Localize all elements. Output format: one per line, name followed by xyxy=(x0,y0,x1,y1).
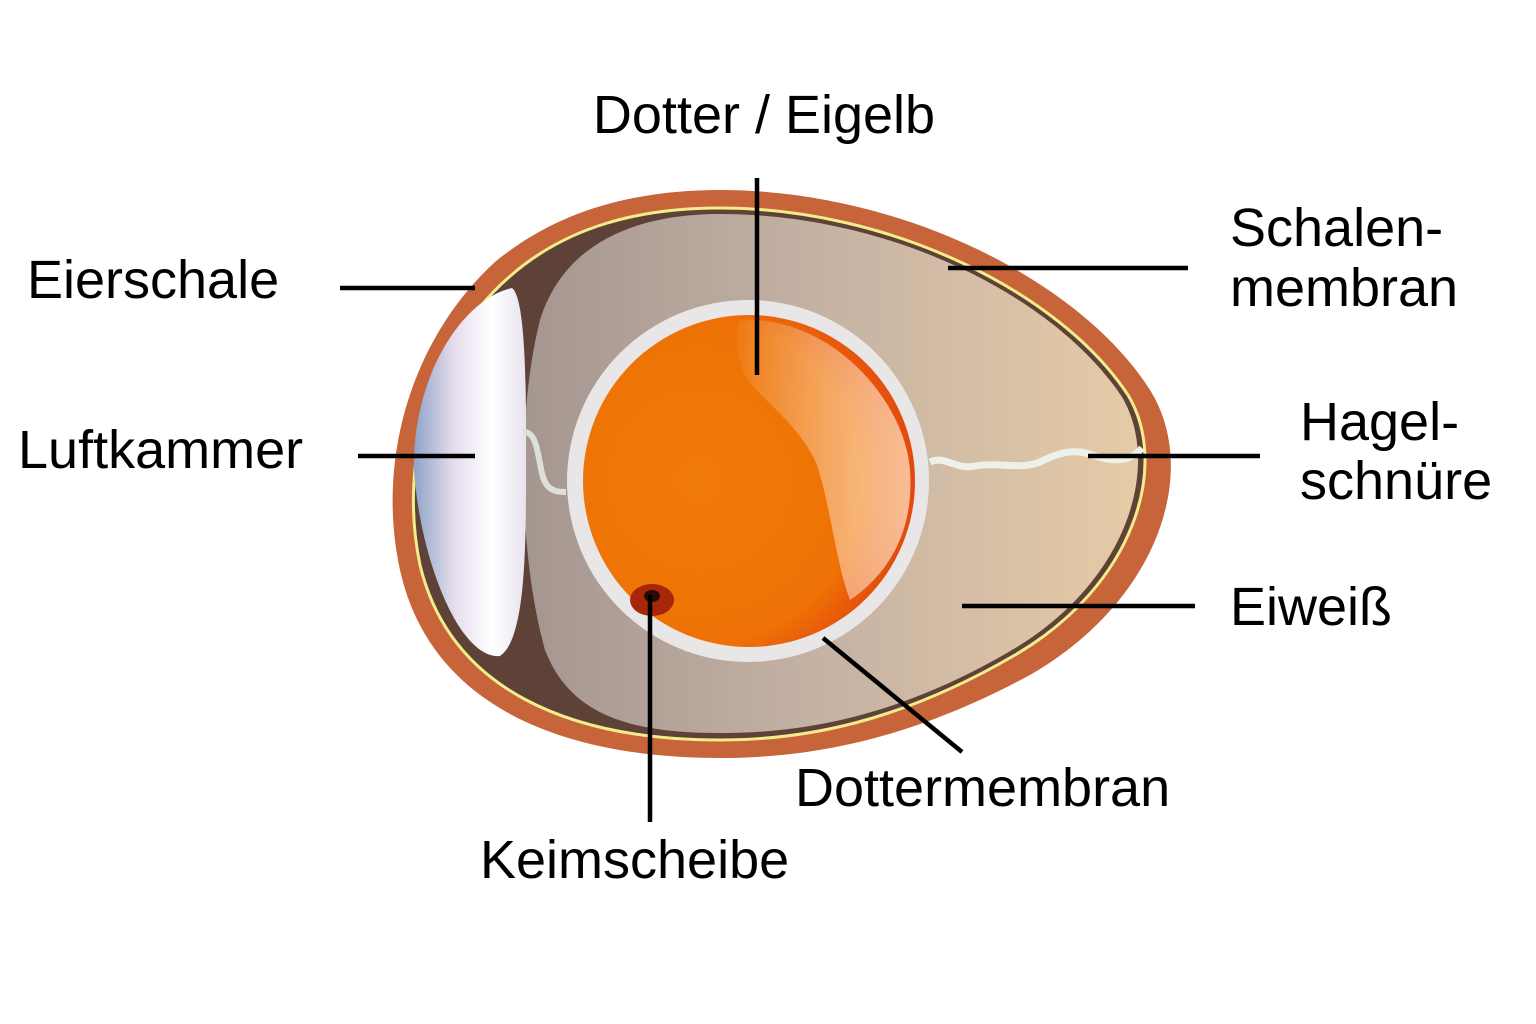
air-cell xyxy=(413,288,527,657)
yolk-highlight xyxy=(736,319,911,600)
chalaza-left xyxy=(523,429,567,495)
label-yolk: Dotter / Eigelb xyxy=(593,85,935,145)
label-vitelline-membrane: Dottermembran xyxy=(795,758,1170,818)
label-shell-membrane-2: membran xyxy=(1230,258,1458,318)
egg xyxy=(392,190,1171,758)
leader-lines xyxy=(340,178,1260,822)
label-air-cell: Luftkammer xyxy=(18,420,303,480)
label-chalaza-1: Hagel- xyxy=(1300,392,1459,452)
label-albumen: Eiweiß xyxy=(1230,577,1392,637)
labels: Dotter / Eigelb Eierschale Schalen- memb… xyxy=(18,85,1492,890)
label-chalaza-2: schnüre xyxy=(1300,451,1492,511)
label-shell: Eierschale xyxy=(27,250,279,310)
leader-vitelline-membrane xyxy=(821,636,964,754)
chalaza-right xyxy=(928,445,1145,471)
label-germinal-disc: Keimscheibe xyxy=(480,830,789,890)
label-shell-membrane-1: Schalen- xyxy=(1230,198,1443,258)
